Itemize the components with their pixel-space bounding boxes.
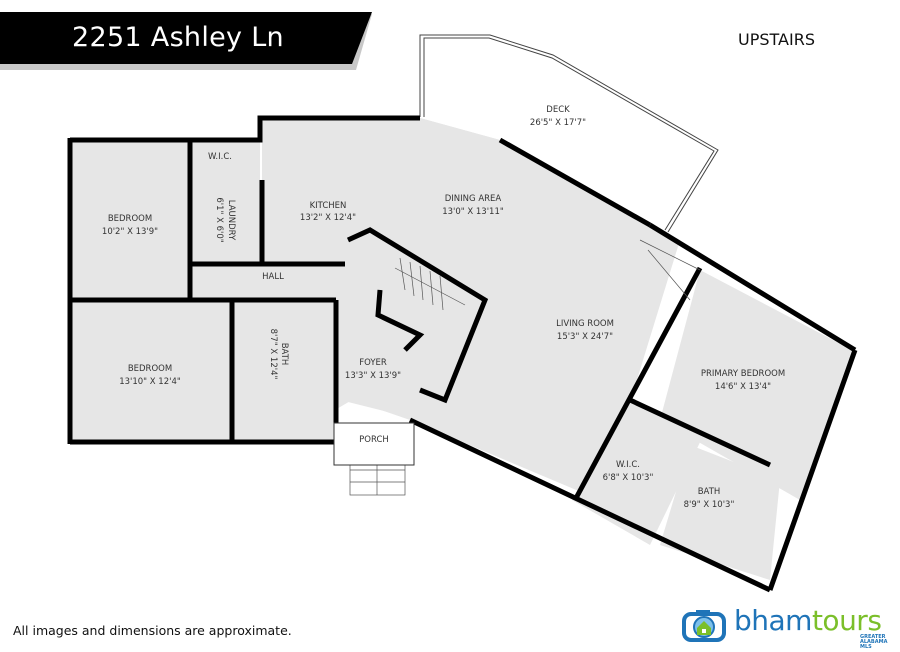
bhamtours-logo: bhamtours GREATER ALABAMA MLS	[682, 604, 892, 650]
floor-label: UPSTAIRS	[738, 30, 815, 49]
room-dims-bedroom-2: 13'10" X 12'4"	[119, 377, 181, 387]
room-dims-bedroom-1: 10'2" X 13'9"	[102, 227, 158, 237]
room-name-wic: W.I.C.	[208, 152, 232, 162]
camera-house-icon	[682, 610, 726, 642]
room-dims-dining: 13'0" X 13'11"	[442, 207, 504, 217]
room-dims-living: 15'3" X 24'7"	[557, 332, 613, 342]
room-name-laundry: LAUNDRY	[226, 200, 236, 241]
brand-primary: bham	[734, 604, 812, 637]
address-banner: 2251 Ashley Ln	[0, 12, 372, 70]
room-dims-kitchen: 13'2" X 12'4"	[300, 213, 356, 223]
room-name-wic-2: W.I.C.	[616, 460, 640, 470]
room-name-porch: PORCH	[359, 435, 389, 445]
room-name-dining: DINING AREA	[445, 194, 502, 204]
room-name-living: LIVING ROOM	[556, 319, 614, 329]
room-name-bedroom-1: BEDROOM	[108, 214, 152, 224]
room-dims-primary-bedroom: 14'6" X 13'4"	[715, 382, 771, 392]
room-dims-wic-2: 6'8" X 10'3"	[603, 473, 654, 483]
room-name-bath-2: BATH	[698, 487, 721, 497]
room-name-hall: HALL	[262, 272, 284, 282]
banner-shape	[0, 12, 372, 70]
room-name-primary-bedroom: PRIMARY BEDROOM	[701, 369, 785, 379]
disclaimer: All images and dimensions are approximat…	[13, 623, 292, 638]
room-dims-laundry: 6'1" X 6'0"	[214, 197, 224, 242]
room-fills	[72, 118, 852, 580]
address-title: 2251 Ashley Ln	[72, 22, 284, 53]
mls-badge: GREATER ALABAMA MLS	[860, 634, 888, 650]
room-name-foyer: FOYER	[359, 358, 387, 368]
room-name-deck: DECK	[546, 105, 570, 115]
room-name-bedroom-2: BEDROOM	[128, 364, 172, 374]
room-name-kitchen: KITCHEN	[310, 201, 347, 211]
room-name-bath-1: BATH	[279, 343, 289, 366]
brand-secondary: tours	[811, 604, 882, 637]
room-dims-bath-1: 8'7" X 12'4"	[268, 329, 278, 380]
porch-outline	[333, 422, 415, 466]
room-dims-bath-2: 8'9" X 10'3"	[684, 500, 735, 510]
brand-wordmark: bhamtours	[734, 604, 882, 637]
room-dims-deck: 26'5" X 17'7"	[530, 118, 586, 128]
room-dims-foyer: 13'3" X 13'9"	[345, 371, 401, 381]
walls	[67, 115, 858, 593]
deck-outline	[419, 34, 719, 233]
room-labels: DECK 26'5" X 17'7" W.I.C. KITCHEN 13'2" …	[102, 105, 785, 510]
